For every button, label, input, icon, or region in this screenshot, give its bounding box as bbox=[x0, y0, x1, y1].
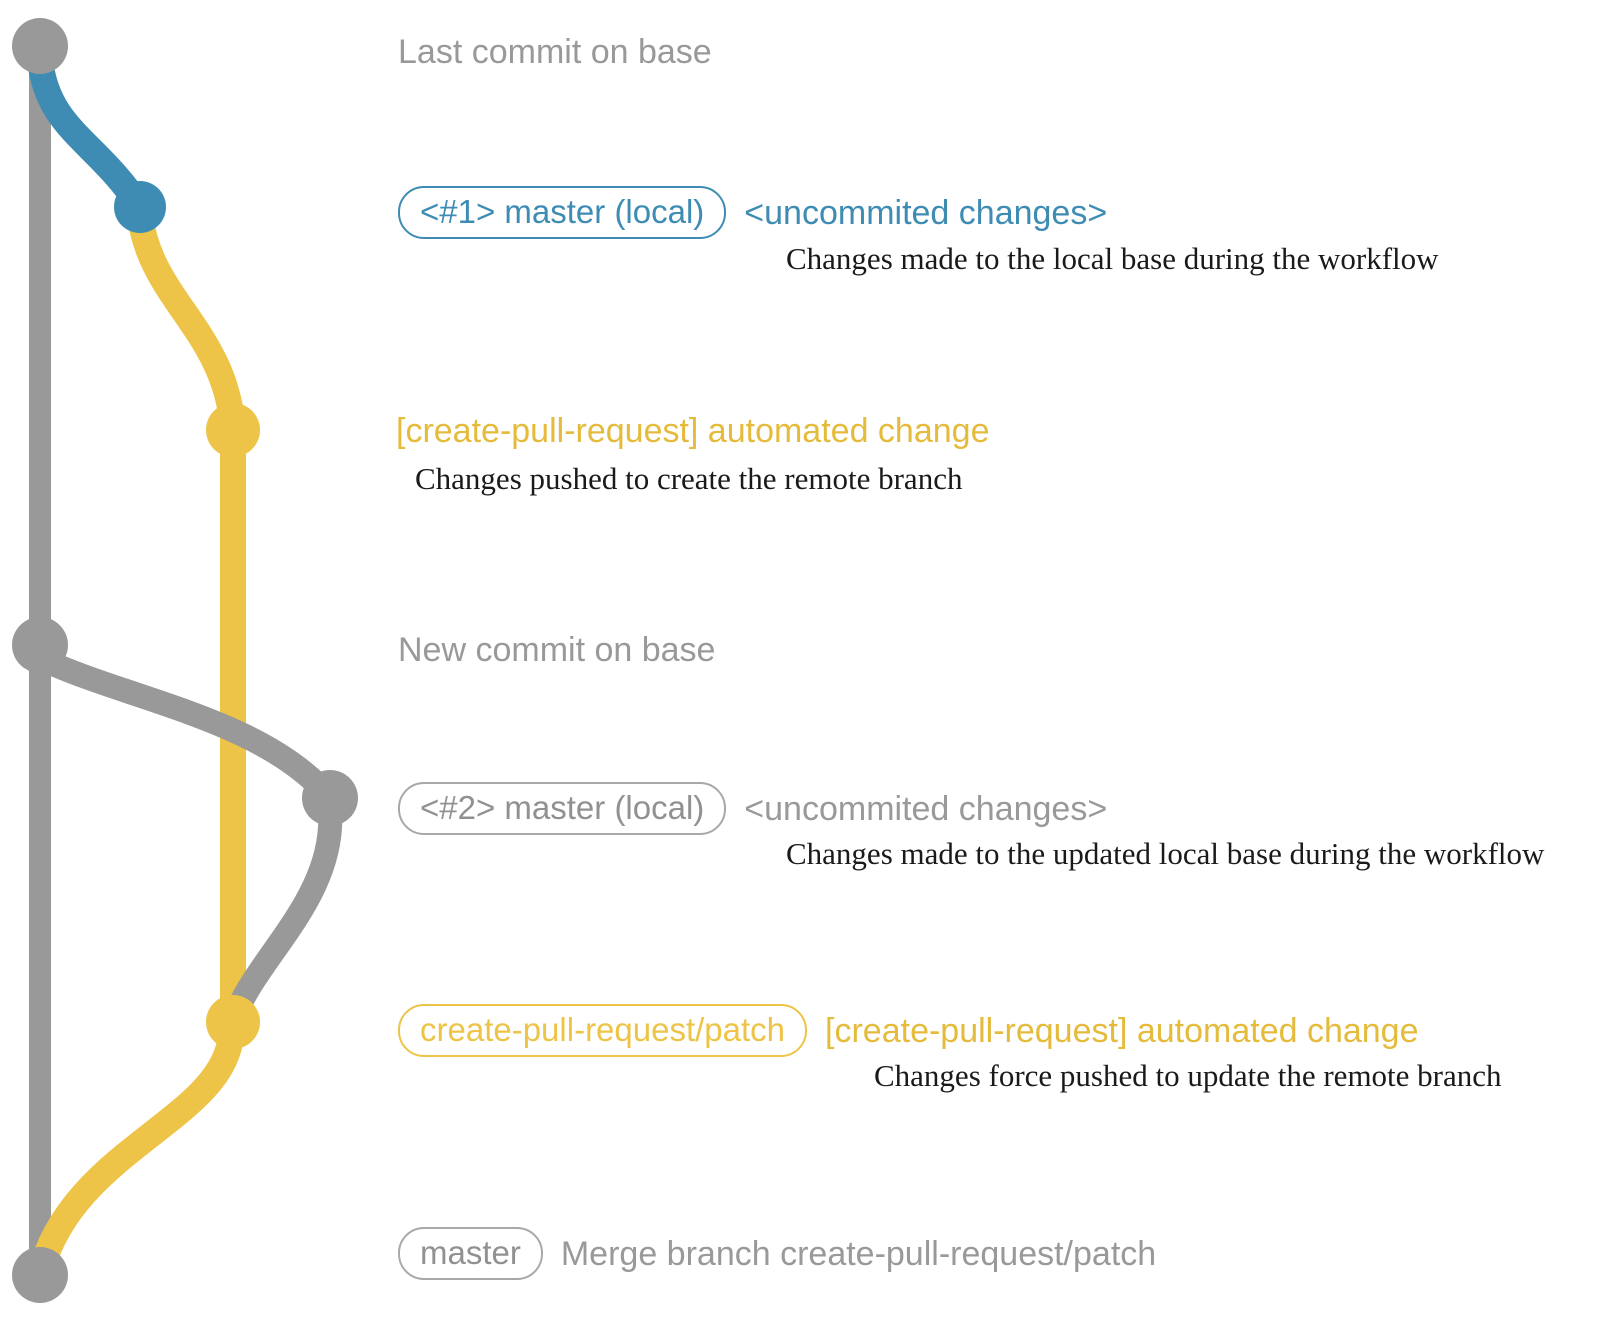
commit-node-local-1[interactable] bbox=[114, 181, 166, 233]
commit-row-patch-branch: create-pull-request/patch [create-pull-r… bbox=[398, 1004, 1419, 1057]
commit-row-master-merge: master Merge branch create-pull-request/… bbox=[398, 1227, 1156, 1280]
git-commit-graph bbox=[12, 18, 358, 1303]
branch-badge-patch[interactable]: create-pull-request/patch bbox=[398, 1004, 808, 1057]
edge-local-2-to-patch-2 bbox=[221, 798, 343, 1034]
commit-node-new-commit-on-base[interactable] bbox=[12, 617, 68, 673]
edge-base-to-local-2 bbox=[32, 648, 342, 810]
commit-subject-last-commit-on-base: Last commit on base bbox=[398, 33, 712, 71]
branch-badge-local-2[interactable]: <#2> master (local) bbox=[398, 782, 727, 835]
commit-note-local-2: Changes made to the updated local base d… bbox=[786, 836, 1545, 871]
commit-note-local-1: Changes made to the local base during th… bbox=[786, 241, 1439, 276]
commit-node-local-2[interactable] bbox=[302, 770, 358, 826]
commit-subject-master-merge: Merge branch create-pull-request/patch bbox=[560, 1234, 1157, 1273]
commit-subject-new-commit-on-base: New commit on base bbox=[398, 631, 716, 669]
commit-node-last-commit-on-base[interactable] bbox=[12, 18, 68, 74]
commit-subject-patch-branch: [create-pull-request] automated change bbox=[825, 1011, 1419, 1050]
branch-badge-master[interactable]: master bbox=[398, 1227, 543, 1280]
edge-base-to-local-1 bbox=[27, 47, 153, 220]
commit-node-master-merge[interactable] bbox=[12, 1247, 68, 1303]
edge-patch-2-to-master bbox=[27, 1022, 244, 1288]
commit-node-automated-change-1[interactable] bbox=[206, 403, 260, 457]
branch-badge-local-1[interactable]: <#1> master (local) bbox=[398, 186, 727, 239]
commit-subject-automated-change-1: [create-pull-request] automated change bbox=[396, 412, 990, 450]
commit-note-automated-change-1: Changes pushed to create the remote bran… bbox=[415, 461, 963, 496]
commit-subject-local-2: <uncommited changes> bbox=[744, 789, 1108, 828]
commit-row-local-2: <#2> master (local) <uncommited changes> bbox=[398, 782, 1107, 835]
commit-note-patch-branch: Changes force pushed to update the remot… bbox=[874, 1058, 1502, 1093]
commit-node-patch-branch[interactable] bbox=[206, 995, 260, 1049]
commit-subject-local-1: <uncommited changes> bbox=[744, 193, 1108, 232]
commit-row-local-1: <#1> master (local) <uncommited changes> bbox=[398, 186, 1107, 239]
edge-local-1-to-patch-1 bbox=[127, 202, 246, 443]
